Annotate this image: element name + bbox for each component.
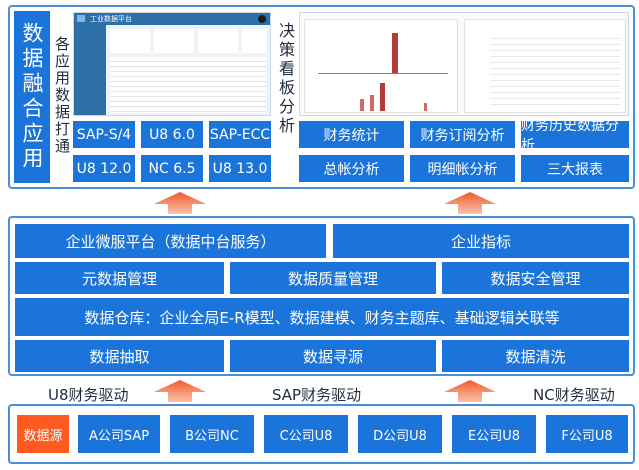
data-source-label: 数据源	[23, 428, 63, 444]
dashboard-bar-5	[424, 103, 427, 111]
data-warehouse[interactable]: 数据仓库：企业全局E-R模型、数据建模、财务主题库、基础逻辑关联等	[15, 298, 629, 336]
company-label: C公司U8	[279, 428, 333, 444]
data-fusion-title-text: 数据融合应用	[20, 22, 44, 172]
up-arrow-icon	[154, 380, 206, 402]
app-button-4[interactable]: NC 6.5	[141, 155, 203, 182]
github-icon	[258, 15, 266, 23]
dashboard-bar-3	[370, 95, 374, 111]
company-label: E公司U8	[467, 428, 520, 444]
data-sourcing-label: 数据寻源	[302, 347, 363, 366]
app-screenshot: 工业数据平台	[73, 12, 271, 116]
metadata-management[interactable]: 元数据管理	[15, 262, 224, 294]
apps-connect-title: 各应用数据打通	[53, 36, 71, 166]
company-button-4[interactable]: E公司U8	[452, 415, 536, 453]
app-button-label: U8 6.0	[149, 126, 195, 143]
driver-label-u8: U8财务驱动	[48, 386, 129, 404]
data-quality-management-label: 数据质量管理	[287, 269, 378, 288]
analysis-button-0[interactable]: 财务统计	[299, 121, 404, 148]
analysis-button-2[interactable]: 财务历史数据分析	[521, 118, 629, 154]
company-label: F公司U8	[561, 428, 613, 444]
data-cleaning-label: 数据清洗	[505, 347, 566, 366]
dashboard-screenshot	[299, 12, 629, 116]
decision-board-title-text: 决策看板分析	[276, 22, 295, 136]
metadata-management-label: 元数据管理	[81, 269, 157, 288]
analysis-button-label: 财务统计	[323, 127, 380, 144]
data-fusion-title: 数据融合应用	[14, 11, 50, 183]
app-logo-icon	[77, 15, 85, 22]
app-screenshot-header: 工业数据平台	[74, 13, 270, 25]
dashboard-bar-2	[380, 83, 385, 111]
analysis-button-4[interactable]: 明细帐分析	[410, 155, 515, 182]
dashboard-bar-1	[392, 33, 398, 73]
dashboard-bar-4	[360, 99, 364, 111]
company-button-1[interactable]: B公司NC	[170, 415, 254, 453]
app-screenshot-filters	[110, 29, 266, 53]
app-button-label: SAP-ECC	[209, 126, 271, 143]
company-label: A公司SAP	[88, 428, 150, 444]
microservice-platform-label: 企业微服平台（数据中台服务）	[65, 232, 276, 251]
analysis-button-label: 财务订阅分析	[420, 127, 505, 144]
app-button-2[interactable]: SAP-ECC	[209, 121, 271, 148]
decision-board-title: 决策看板分析	[275, 22, 295, 162]
data-extraction-label: 数据抽取	[89, 347, 150, 366]
data-quality-management[interactable]: 数据质量管理	[230, 262, 436, 294]
company-label: B公司NC	[185, 428, 239, 444]
analysis-button-label: 三大报表	[547, 161, 603, 178]
dashboard-chart-axis	[318, 73, 448, 74]
up-arrow-icon	[444, 192, 496, 214]
data-sourcing[interactable]: 数据寻源	[230, 340, 436, 372]
enterprise-indicators[interactable]: 企业指标	[333, 224, 629, 258]
app-screenshot-sidebar	[74, 25, 106, 115]
driver-label-sap: SAP财务驱动	[272, 386, 362, 404]
app-button-label: U8 13.0	[212, 160, 268, 177]
data-security-management[interactable]: 数据安全管理	[442, 262, 629, 294]
data-warehouse-label: 数据仓库：企业全局E-R模型、数据建模、财务主题库、基础逻辑关联等	[84, 308, 560, 327]
company-label: D公司U8	[373, 428, 427, 444]
app-button-5[interactable]: U8 13.0	[209, 155, 271, 182]
data-security-management-label: 数据安全管理	[490, 269, 581, 288]
dashboard-list-lines	[490, 33, 620, 109]
app-button-label: NC 6.5	[148, 160, 196, 177]
app-screenshot-table	[110, 57, 266, 113]
analysis-button-label: 明细帐分析	[427, 161, 498, 178]
data-source-badge: 数据源	[17, 415, 69, 453]
analysis-button-5[interactable]: 三大报表	[521, 155, 629, 182]
data-extraction[interactable]: 数据抽取	[15, 340, 224, 372]
app-button-1[interactable]: U8 6.0	[141, 121, 203, 148]
up-arrow-icon	[154, 192, 206, 214]
analysis-button-label: 财务历史数据分析	[521, 117, 619, 154]
company-button-2[interactable]: C公司U8	[264, 415, 348, 453]
company-button-0[interactable]: A公司SAP	[78, 415, 160, 453]
company-button-3[interactable]: D公司U8	[358, 415, 442, 453]
company-button-5[interactable]: F公司U8	[546, 415, 628, 453]
apps-connect-title-text: 各应用数据打通	[53, 36, 71, 155]
driver-label-nc: NC财务驱动	[533, 386, 615, 404]
up-arrow-icon	[444, 380, 496, 402]
app-button-3[interactable]: U8 12.0	[73, 155, 135, 182]
app-screenshot-title: 工业数据平台	[90, 15, 132, 23]
app-button-label: SAP-S/4	[76, 126, 132, 143]
analysis-button-label: 总帐分析	[323, 161, 380, 178]
app-button-label: U8 12.0	[76, 160, 132, 177]
analysis-button-3[interactable]: 总帐分析	[299, 155, 404, 182]
data-cleaning[interactable]: 数据清洗	[442, 340, 629, 372]
enterprise-indicators-label: 企业指标	[450, 232, 511, 251]
app-button-0[interactable]: SAP-S/4	[73, 121, 135, 148]
analysis-button-1[interactable]: 财务订阅分析	[410, 121, 515, 148]
microservice-platform[interactable]: 企业微服平台（数据中台服务）	[15, 224, 326, 258]
